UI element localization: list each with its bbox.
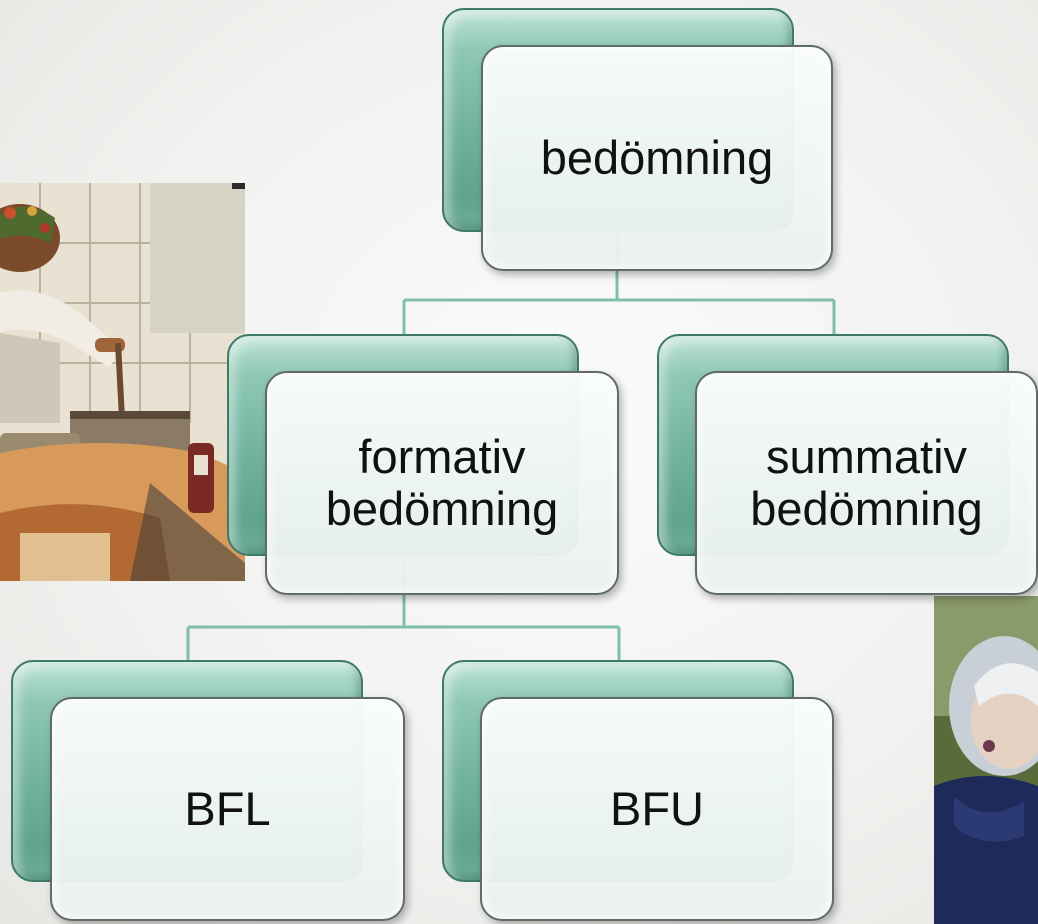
child-photo-image	[934, 596, 1038, 924]
node-bfu: BFU	[442, 660, 835, 922]
node-formativ-label: formativ bedömning	[325, 430, 559, 535]
node-summativ-bedomning: summativ bedömning	[657, 334, 1038, 596]
node-bfl-label: BFL	[184, 782, 271, 835]
node-bfl-front: BFL	[50, 697, 405, 921]
node-bedomning: bedömning	[442, 8, 834, 272]
child-photo	[934, 596, 1038, 924]
node-bedomning-front: bedömning	[481, 45, 833, 271]
node-formativ-bedomning: formativ bedömning	[227, 334, 620, 596]
node-bfu-label: BFU	[610, 782, 704, 835]
cooking-photo-image	[0, 183, 245, 581]
cooking-photo	[0, 183, 245, 581]
node-summativ-front: summativ bedömning	[695, 371, 1038, 595]
node-bedomning-label: bedömning	[540, 131, 774, 184]
node-summativ-label: summativ bedömning	[750, 430, 983, 535]
node-formativ-front: formativ bedömning	[265, 371, 619, 595]
node-bfl: BFL	[11, 660, 406, 922]
node-bfu-front: BFU	[480, 697, 834, 921]
